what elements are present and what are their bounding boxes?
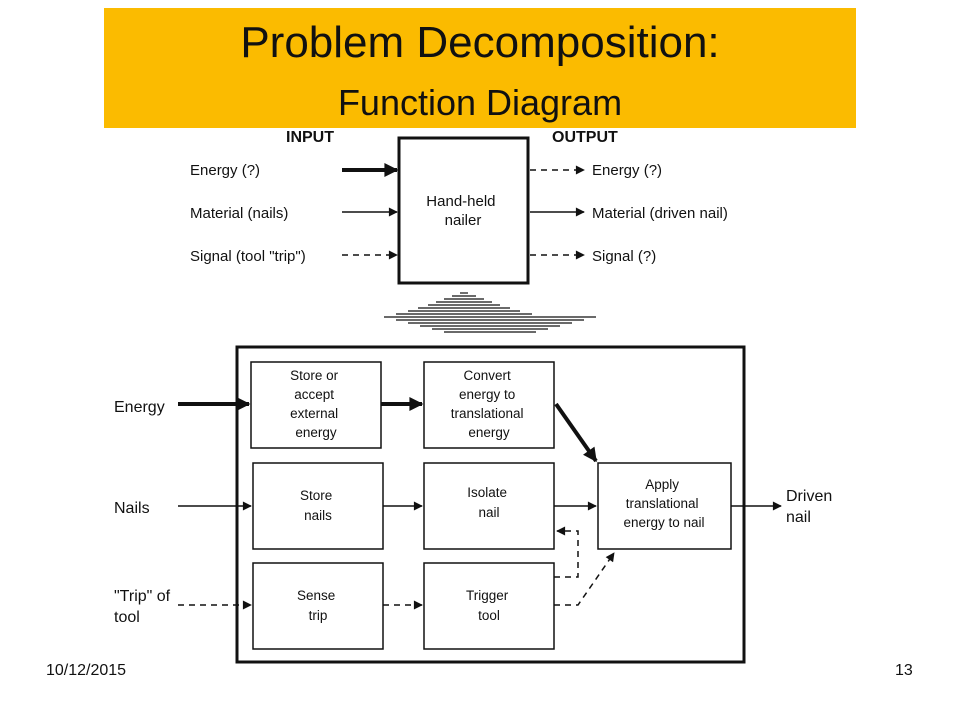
- output-header: OUTPUT: [552, 129, 618, 146]
- bottom-input-nails-label: Nails: [114, 500, 150, 517]
- decompose-arrow-icon: [384, 292, 596, 333]
- black-box-label: Hand-held nailer: [426, 193, 499, 229]
- function-box-convert-energy: [423, 361, 555, 449]
- system-boundary: [235, 345, 746, 664]
- function-store-energy-label: Store or accept external energy: [290, 368, 342, 440]
- title-line-2: Function Diagram: [337, 82, 623, 123]
- input-signal-label: Signal (tool "trip"): [190, 248, 306, 265]
- flow-energy-convert-to-apply: [554, 402, 598, 463]
- function-trigger-tool-label: Trigger tool: [466, 588, 512, 623]
- function-isolate-nail-label: Isolate nail: [467, 485, 511, 520]
- flow-signal-trigger-to-apply: [554, 552, 615, 606]
- input-energy-label: Energy (?): [190, 162, 260, 179]
- output-material-label: Material (driven nail): [592, 205, 728, 222]
- function-sense-trip-label: Sense trip: [297, 588, 339, 623]
- function-box-store-energy: [250, 361, 382, 449]
- function-box-isolate-nail: [423, 462, 555, 550]
- title-line-1: Problem Decomposition:: [240, 18, 720, 67]
- output-signal-label: Signal (?): [592, 248, 656, 265]
- bottom-input-energy-label: Energy: [114, 399, 165, 416]
- footer-page-number: 13: [895, 662, 913, 679]
- footer-date: 10/12/2015: [46, 662, 127, 679]
- title-band: Problem Decomposition: Function Diagram: [104, 8, 856, 128]
- function-box-trigger-tool: [423, 562, 555, 650]
- function-convert-energy-label: Convert energy to translational energy: [451, 368, 528, 440]
- output-energy-label: Energy (?): [592, 162, 662, 179]
- input-material-label: Material (nails): [190, 205, 288, 222]
- function-box-store-nails: [252, 462, 384, 550]
- input-header: INPUT: [286, 129, 334, 146]
- function-apply-energy-label: Apply translational energy to nail: [623, 477, 704, 530]
- bottom-input-trip-label: "Trip" of tool: [114, 588, 175, 626]
- function-box-sense-trip: [252, 562, 384, 650]
- function-store-nails-label: Store nails: [300, 488, 336, 523]
- black-box: [397, 136, 530, 285]
- bottom-output-label: Driven nail: [786, 488, 837, 526]
- function-box-apply-energy: [597, 462, 732, 550]
- flow-signal-trigger-to-isolate: [554, 526, 579, 578]
